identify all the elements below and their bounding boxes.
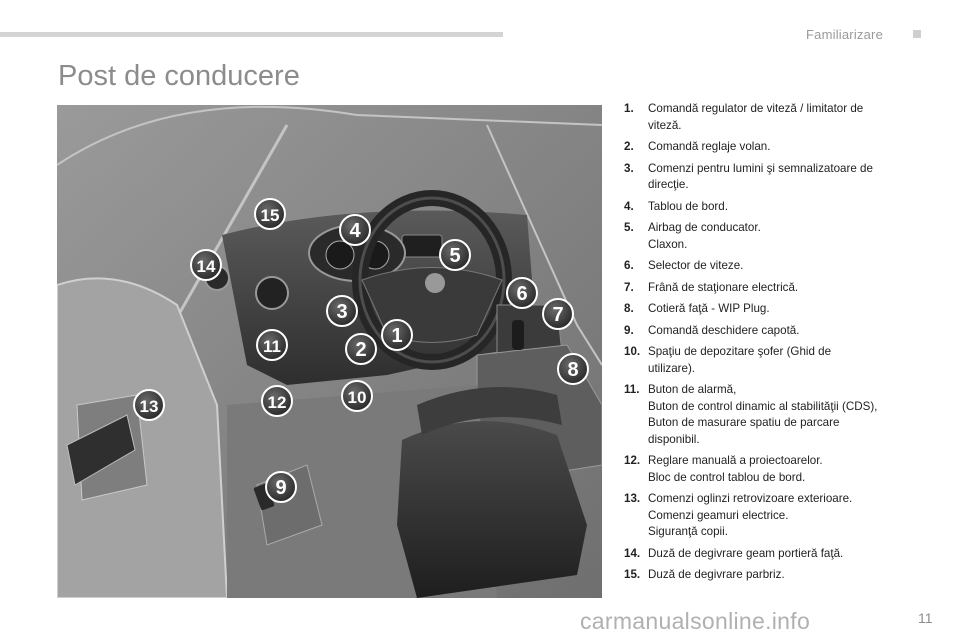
svg-text:4: 4 [349,220,361,242]
callout-8: 8 [557,353,589,385]
legend-number: 11. [624,383,640,396]
callout-15: 15 [254,198,286,230]
svg-text:15: 15 [261,206,280,225]
legend-text: Comenzi pentru lumini şi semnalizatoare … [648,161,873,192]
dashboard-drawing: 1 2 3 4 5 6 7 8 [57,105,602,598]
legend-text: Bloc de control tablou de bord. [648,470,806,484]
legend-text: Duză de degivrare geam portieră faţă. [648,546,844,560]
legend-item: 12. Reglare manuală a proiectoarelor. Bl… [624,453,880,486]
legend-text: Frână de staţionare electrică. [648,280,799,294]
svg-text:11: 11 [263,337,281,356]
legend-text: Siguranţă copii. [648,525,728,538]
section-marker [913,30,921,38]
callout-10: 10 [341,380,373,412]
legend-number: 3. [624,161,634,175]
legend-number: 9. [624,323,634,337]
legend-item: 7. Frână de staţionare electrică. [624,280,880,297]
controls-legend: 1. Comandă regulator de viteză / limitat… [624,101,880,589]
callout-13: 13 [133,389,165,421]
callout-4: 4 [339,214,371,246]
svg-text:13: 13 [140,397,159,416]
legend-text: Reglare manuală a proiectoarelor. [648,454,823,467]
legend-number: 13. [624,492,641,505]
legend-text: Buton de masurare spatiu de parcare disp… [648,416,840,446]
legend-item: 14. Duză de degivrare geam portieră faţă… [624,546,880,563]
legend-number: 14. [624,546,641,560]
svg-text:7: 7 [552,304,563,326]
legend-text: Buton de control dinamic al stabilităţii… [648,399,878,413]
legend-number: 4. [624,199,634,213]
legend-number: 1. [624,102,634,115]
svg-text:5: 5 [449,245,460,267]
section-label: Familiarizare [806,27,884,42]
svg-text:6: 6 [516,283,527,305]
legend-item: 15. Duză de degivrare parbriz. [624,567,880,584]
legend-number: 8. [624,302,634,315]
legend-text: Duză de degivrare parbriz. [648,568,785,581]
legend-number: 7. [624,280,634,294]
legend-item: 6. Selector de viteze. [624,258,880,275]
svg-text:8: 8 [567,359,578,381]
callout-6: 6 [506,277,538,309]
callout-14: 14 [190,249,222,281]
legend-item: 4. Tablou de bord. [624,199,880,216]
legend-number: 12. [624,454,641,467]
legend-item: 2. Comandă reglaje volan. [624,139,880,156]
legend-item: 8. Cotieră faţă - WIP Plug. [624,301,880,318]
watermark: carmanualsonline.info [580,608,811,634]
svg-text:1: 1 [391,325,402,347]
header-rule [0,32,503,37]
legend-text: Selector de viteze. [648,259,744,272]
legend-number: 5. [624,221,634,234]
legend-item: 1. Comandă regulator de viteză / limitat… [624,101,880,134]
legend-text: Airbag de conducator. [648,221,761,234]
legend-number: 6. [624,259,634,272]
callout-5: 5 [439,239,471,271]
legend-item: 10. Spaţiu de depozitare şofer (Ghid de … [624,344,880,377]
legend-item: 11. Buton de alarmă, Buton de control di… [624,382,880,448]
legend-item: 9. Comandă deschidere capotă. [624,323,880,340]
page-title: Post de conducere [58,60,300,92]
legend-number: 2. [624,140,634,153]
svg-text:12: 12 [268,393,287,412]
legend-text: Comandă deschidere capotă. [648,323,800,337]
callout-11: 11 [256,329,288,361]
callout-9: 9 [265,471,297,503]
legend-text: Comandă regulator de viteză / limitator … [648,102,864,132]
legend-item: 3. Comenzi pentru lumini şi semnalizatoa… [624,161,880,194]
legend-item: 5. Airbag de conducator. Claxon. [624,220,880,253]
svg-text:9: 9 [275,477,286,499]
legend-text: Comenzi geamuri electrice. [648,508,789,522]
callout-3: 3 [326,295,358,327]
legend-text: Claxon. [648,237,688,251]
svg-text:3: 3 [336,301,347,323]
legend-text: Cotieră faţă - WIP Plug. [648,302,770,315]
legend-number: 15. [624,568,641,581]
callout-7: 7 [542,298,574,330]
svg-text:2: 2 [355,339,366,361]
legend-number: 10. [624,345,641,358]
legend-text: Tablou de bord. [648,199,728,213]
legend-text: Buton de alarmă, [648,383,737,396]
dashboard-illustration: 1 2 3 4 5 6 7 8 [57,105,602,598]
page-number: 11 [918,610,933,626]
legend-text: Spaţiu de depozitare şofer (Ghid de util… [648,345,832,375]
legend-item: 13. Comenzi oglinzi retrovizoare exterio… [624,491,880,541]
callout-12: 12 [261,385,293,417]
callout-2: 2 [345,333,377,365]
legend-text: Comenzi oglinzi retrovizoare exterioare. [648,492,853,505]
svg-text:10: 10 [348,388,367,407]
legend-text: Comandă reglaje volan. [648,140,771,153]
svg-text:14: 14 [197,257,216,276]
callout-1: 1 [381,319,413,351]
